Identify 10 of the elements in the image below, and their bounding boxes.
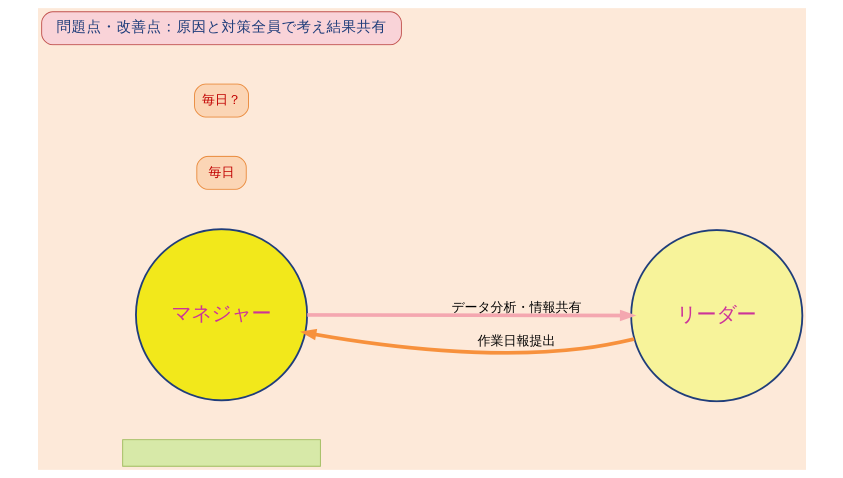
node-circle: リーダー	[630, 229, 803, 402]
arrow	[299, 328, 634, 355]
edge-label: データ分析・情報共有	[450, 300, 581, 316]
node-box: 毎日？	[194, 84, 248, 118]
edge-label: 作業日報提出	[476, 334, 555, 350]
node-box: 問題点・改善点：原因と対策全員で考え結果共有	[40, 11, 402, 46]
node-circle: マネジャー	[134, 228, 308, 402]
arrow	[306, 310, 636, 322]
node-box: 毎日	[196, 156, 246, 190]
node-box	[122, 439, 320, 467]
